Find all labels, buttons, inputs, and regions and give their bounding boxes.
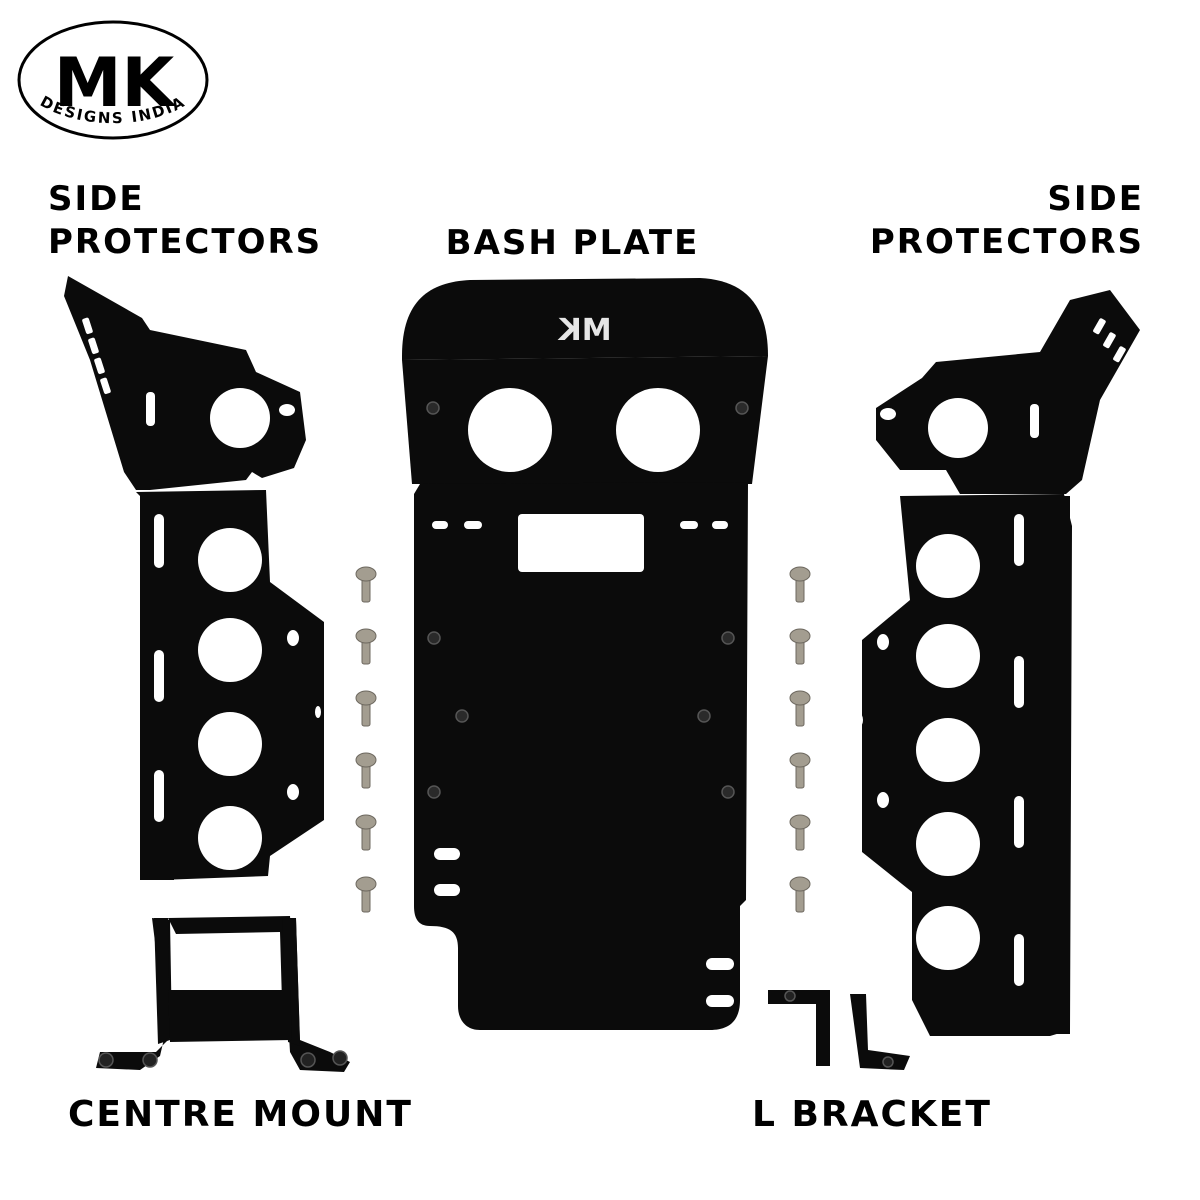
bolts-left (355, 566, 377, 913)
side-protectors-right-line2: PROTECTORS (869, 221, 1144, 262)
bolt-right-6 (789, 876, 811, 913)
bolt-right-1 (789, 566, 811, 603)
centre-mount (96, 916, 350, 1072)
bash-plate-label: BASH PLATE (445, 223, 700, 263)
plate-logo-mark: MK (557, 313, 612, 348)
brand-logo: MK DESIGNS INDIA (17, 20, 209, 140)
side-protector-left (64, 276, 324, 880)
bolt-left-2 (355, 628, 377, 665)
centre-mount-label: CENTRE MOUNT (68, 1094, 413, 1135)
bolt-left-3 (355, 690, 377, 727)
side-protectors-left-label: SIDE PROTECTORS (48, 178, 322, 263)
side-protectors-left-line2: PROTECTORS (48, 221, 323, 262)
bolt-right-4 (789, 752, 811, 789)
l-bracket-label: L BRACKET (752, 1094, 992, 1135)
side-protectors-left-line1: SIDE (48, 179, 145, 219)
logo-mark: MK (54, 44, 177, 123)
bolt-right-2 (789, 628, 811, 665)
bolt-left-5 (355, 814, 377, 851)
l-brackets (768, 990, 910, 1070)
side-protectors-right-label: SIDE PROTECTORS (870, 178, 1144, 263)
bolt-left-4 (355, 752, 377, 789)
bolt-left-6 (355, 876, 377, 913)
bolt-right-5 (789, 814, 811, 851)
bash-plate: MK (402, 278, 768, 1030)
side-protectors-right-line1: SIDE (1047, 179, 1144, 219)
bolt-left-1 (355, 566, 377, 603)
side-protector-right (857, 290, 1140, 1036)
bolts-right (789, 566, 811, 913)
bolt-right-3 (789, 690, 811, 727)
